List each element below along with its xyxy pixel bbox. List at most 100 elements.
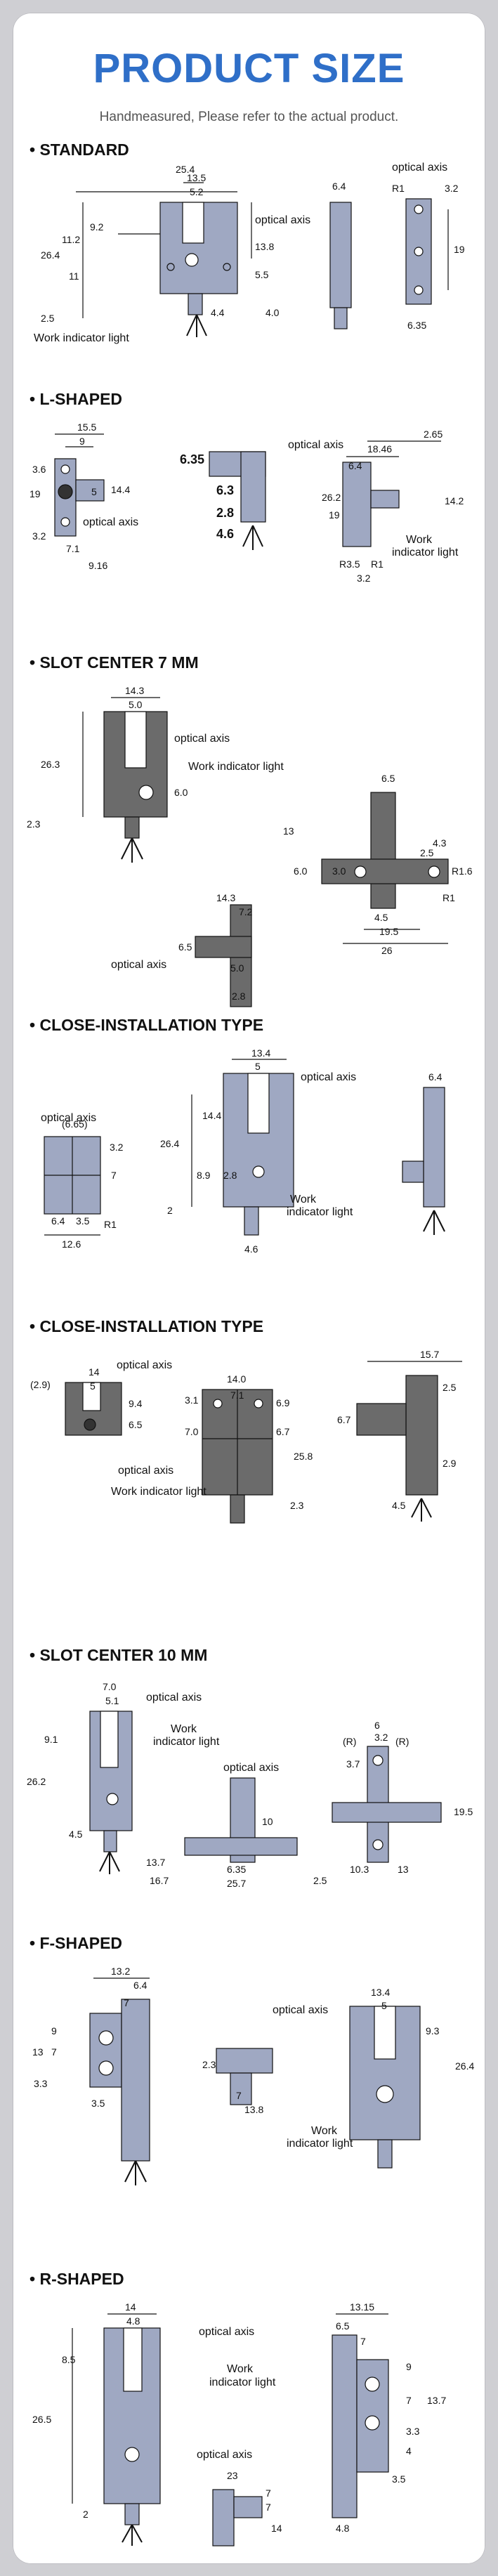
dim-label: 2.3 <box>27 818 41 830</box>
dim-label: 3.1 <box>185 1394 199 1406</box>
optical-axis-label: optical axis <box>111 959 166 971</box>
dim-label: 19.5 <box>454 1806 473 1817</box>
dim-label: 14.4 <box>202 1110 221 1121</box>
dim-label: 7.0 <box>185 1426 199 1437</box>
dim-label: 3.6 <box>32 464 46 475</box>
dim-label: 26 <box>381 945 393 956</box>
section-title-close-installation-2: CLOSE-INSTALLATION TYPE <box>30 1317 263 1336</box>
section-title-slot-center-10: SLOT CENTER 10 MM <box>30 1646 207 1665</box>
dim-label: 6.0 <box>294 865 308 877</box>
dim-label: 7 <box>124 1997 129 2008</box>
dim-label: 26.2 <box>27 1776 46 1787</box>
dim-label: R1 <box>104 1219 117 1230</box>
dim-label: 2.5 <box>313 1875 327 1886</box>
diagram-slot-center-7: 14.3 5.0 26.3 6.0 2.3 6.5 13 4.3 2.5 R1.… <box>27 685 473 1007</box>
side-body <box>329 202 352 308</box>
dim-label: 3.2 <box>110 1142 124 1153</box>
dim-label: R1 <box>392 183 405 194</box>
dim-label: 15.5 <box>77 421 96 433</box>
dim-label: 4.5 <box>69 1829 83 1840</box>
dim-label: 7.2 <box>239 906 253 917</box>
optical-axis-label: optical axis <box>301 1071 356 1083</box>
dim-label: 4.6 <box>216 527 234 541</box>
dim-label: 5 <box>381 2000 387 2011</box>
dim-label: 2.9 <box>443 1458 457 1469</box>
dim-label: 7 <box>406 2395 412 2406</box>
dim-label: 6.5 <box>336 2320 350 2332</box>
dim-label: 2 <box>167 1205 173 1216</box>
optical-axis-label: optical axis <box>118 1465 173 1477</box>
dim-label: 7.1 <box>230 1390 244 1401</box>
dim-label: 9.2 <box>90 221 104 233</box>
dim-label: 7 <box>266 2487 271 2499</box>
dim-label: 6.35 <box>227 1864 246 1875</box>
dim-label: 2.5 <box>41 313 55 324</box>
optical-axis-label: optical axis <box>83 516 138 528</box>
dim-label: 6.7 <box>337 1414 351 1425</box>
dim-label: 25.7 <box>227 1878 246 1889</box>
dim-label: 2.5 <box>420 847 434 858</box>
dim-label: 4.8 <box>126 2315 140 2327</box>
dim-label: 9.1 <box>44 1734 58 1745</box>
work-label: Work <box>406 534 433 546</box>
dim-label: 6.3 <box>216 483 234 497</box>
dim-label: 6.0 <box>174 787 188 798</box>
section-title-slot-center-7: SLOT CENTER 7 MM <box>30 653 198 672</box>
dim-label: (R) <box>395 1736 409 1747</box>
dim-label: 6.5 <box>129 1419 143 1430</box>
dim-label: 3.2 <box>445 183 459 194</box>
dim-label: 25.4 <box>176 164 195 175</box>
page-title: PRODUCT SIZE <box>93 46 405 91</box>
dim-label: 3.2 <box>32 530 46 542</box>
dim-label: 7 <box>266 2502 271 2513</box>
dim-label: 5.0 <box>129 699 143 710</box>
dim-label: 2.8 <box>216 506 234 520</box>
dim-label: 2.5 <box>443 1382 457 1393</box>
dim-label: 2.3 <box>202 2059 216 2070</box>
dim-label: 3.2 <box>357 573 371 584</box>
diagram-close-installation-1: (6.65) 3.2 7 6.4 3.5 R1 12.6 13.4 5 14.4… <box>41 1047 445 1255</box>
work-label: Work <box>290 1194 317 1205</box>
dim-label: 3.3 <box>406 2426 420 2437</box>
optical-axis-label: optical axis <box>199 2326 254 2338</box>
dim-label: 14.0 <box>227 1373 246 1385</box>
dim-label: 26.4 <box>455 2060 474 2072</box>
dim-label: 4.8 <box>336 2523 350 2534</box>
optical-axis-label: optical axis <box>273 2004 328 2016</box>
dim-label: 5.1 <box>105 1695 119 1706</box>
diagram-close-installation-2: (2.9) 14 5 9.4 6.5 14.0 7.1 3.1 6.9 7.0 … <box>30 1349 462 1524</box>
dim-label: 7 <box>111 1170 117 1181</box>
dim-label: 7 <box>236 2090 242 2101</box>
dim-label: 7.0 <box>103 1681 117 1692</box>
dim-label: 7 <box>360 2336 366 2347</box>
dim-label: 5 <box>91 486 97 497</box>
indicator-light-label: indicator light <box>209 2376 276 2388</box>
diagram-standard: 25.4 13.5 5.2 9.2 11.2 26.4 11 13.8 5.5 … <box>34 162 465 344</box>
dim-label: 8.5 <box>62 2354 76 2365</box>
dim-label: 5 <box>90 1380 96 1392</box>
dim-label: 2 <box>83 2509 89 2520</box>
dim-label: 2.8 <box>232 990 246 1002</box>
dim-label: 13.2 <box>111 1966 130 1977</box>
dim-label: 13 <box>398 1864 409 1875</box>
dim-label: 2.65 <box>424 429 443 440</box>
dim-label: 5.0 <box>230 962 244 974</box>
dim-label: 11 <box>69 270 79 282</box>
dim-label: 3.5 <box>392 2473 406 2485</box>
dim-label: 6.5 <box>178 941 192 953</box>
dim-label: 4.3 <box>433 837 447 849</box>
dim-label: 23 <box>227 2470 238 2481</box>
dim-label: 14 <box>271 2523 282 2534</box>
dim-label: 4 <box>406 2445 412 2457</box>
dim-label: 19.5 <box>379 926 398 937</box>
indicator-light-label: indicator light <box>392 547 459 558</box>
dim-label: 14 <box>125 2301 136 2313</box>
dim-label: R3.5 <box>339 558 360 570</box>
dim-label: 11.2 <box>62 234 80 245</box>
dim-label: 13.15 <box>350 2301 374 2313</box>
optical-axis-label: optical axis <box>174 733 230 745</box>
dim-label: 6.5 <box>381 773 395 784</box>
dim-label: 6.4 <box>133 1980 148 1991</box>
indicator-light-label: indicator light <box>287 1206 353 1218</box>
dim-label: 5.5 <box>255 269 269 280</box>
